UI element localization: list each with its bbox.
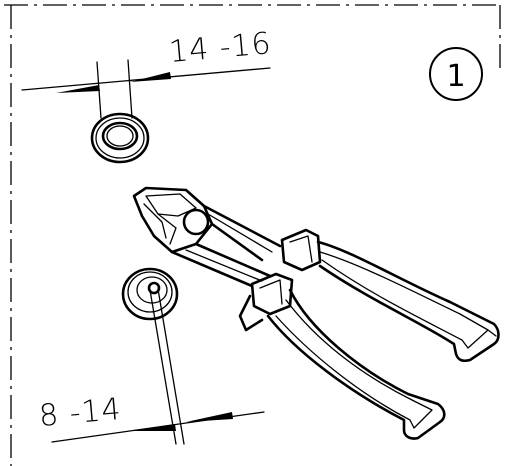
dimension-bottom: 8 -14 (38, 288, 265, 445)
step-number: 1 (446, 59, 465, 94)
grommet-small (121, 267, 179, 321)
step-number-badge: 1 (429, 47, 483, 101)
dimension-top: 14 -16 (21, 26, 273, 119)
dimension-bottom-label: 8 -14 (38, 392, 123, 434)
side-cutter-pliers (132, 186, 500, 440)
frame-border (4, 4, 502, 466)
dimension-top-label: 14 -16 (168, 26, 273, 70)
grommet-large (90, 112, 150, 164)
